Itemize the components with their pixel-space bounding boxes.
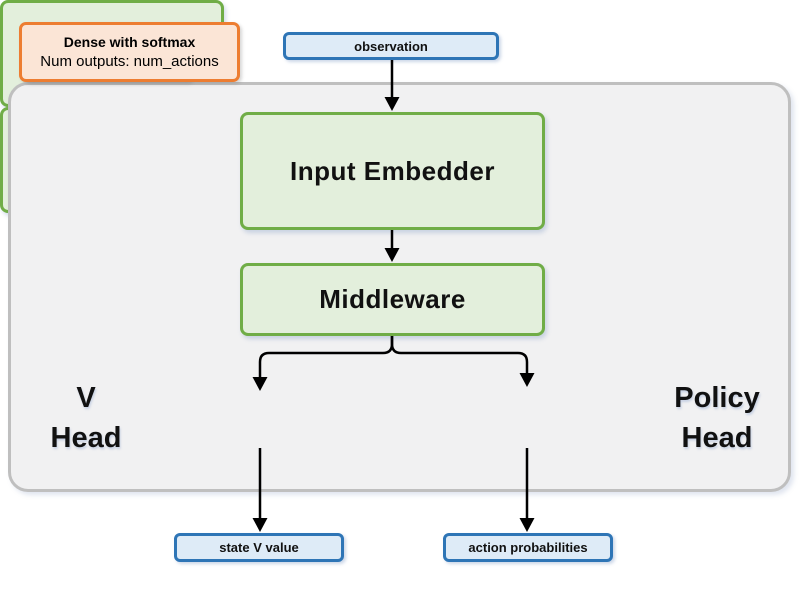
label-v-head-line2: Head	[50, 422, 122, 454]
node-observation: observation	[283, 32, 499, 60]
label-v-head-line1: V	[76, 382, 96, 414]
arrowhead-v-dense-to-state-v	[252, 518, 268, 532]
policy-dense-layer-title: Dense with softmax	[63, 34, 196, 50]
node-input-embedder: Input Embedder	[240, 112, 545, 230]
node-middleware: Middleware	[240, 263, 545, 336]
label-v-head: V Head	[30, 378, 142, 458]
label-policy-head-line1: Policy	[674, 382, 760, 414]
policy-dense-layer-detail: Num outputs: num_actions	[40, 53, 219, 70]
node-state-v-value: state V value	[174, 533, 344, 562]
node-policy-dense-layer: Dense with softmax Num outputs: num_acti…	[19, 22, 240, 82]
node-action-probabilities: action probabilities	[443, 533, 613, 562]
label-policy-head-line2: Head	[681, 422, 753, 454]
label-policy-head: Policy Head	[651, 378, 783, 458]
arrowhead-policy-dense-to-action-probs	[519, 518, 535, 532]
